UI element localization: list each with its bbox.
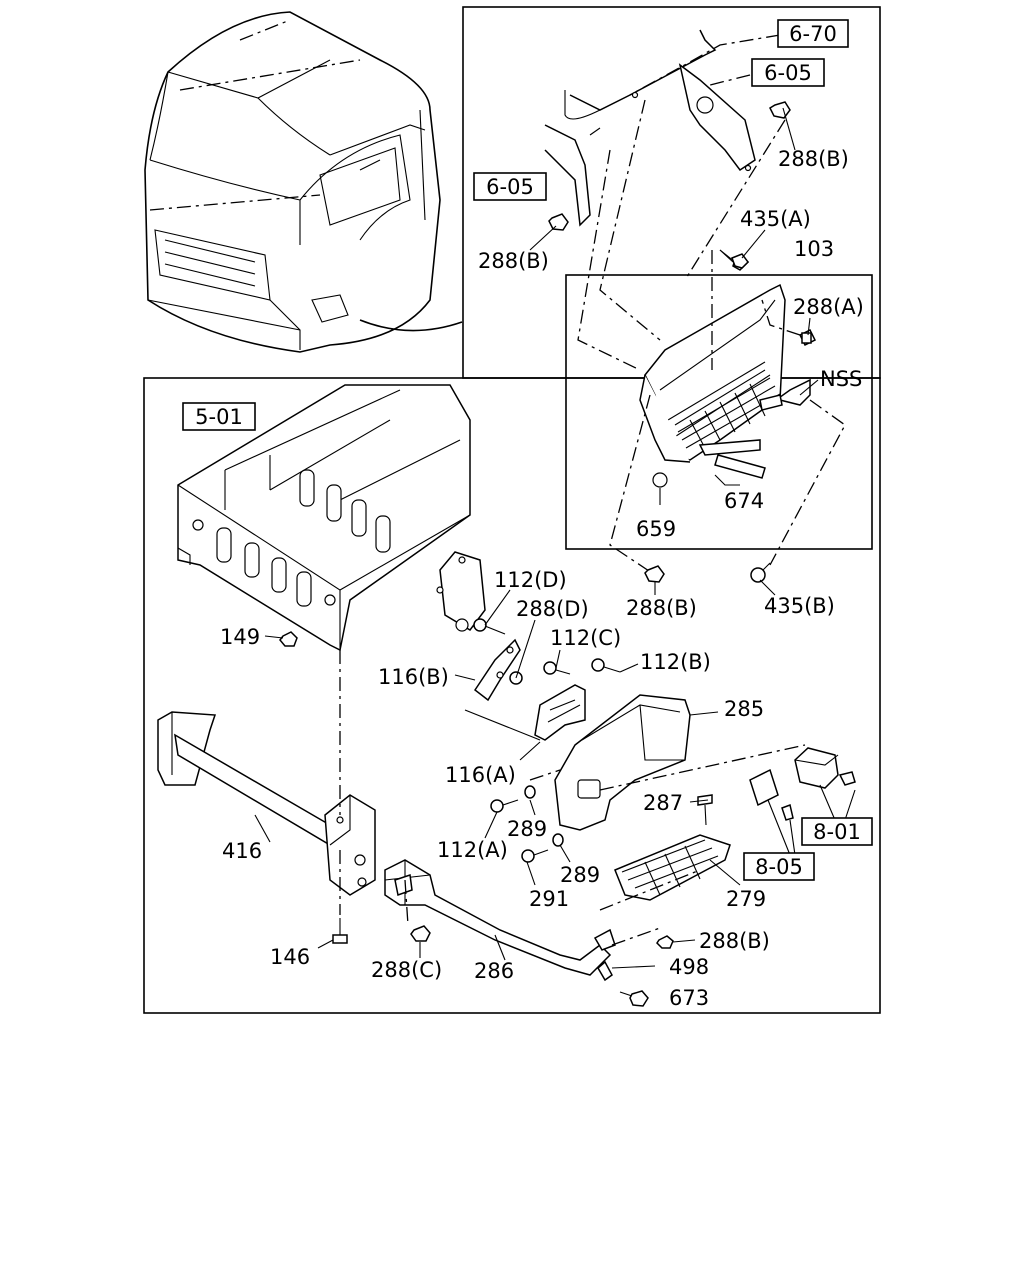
nut-288b-bottom-icon (656, 935, 674, 949)
centerline-step (599, 869, 701, 911)
leader-116b (454, 674, 476, 681)
label-435a: 435(A) (740, 207, 811, 231)
bolt-112a-icon (490, 799, 519, 813)
cab-illustration (144, 11, 463, 353)
leader-288a (761, 299, 801, 336)
nut-149-icon (279, 631, 298, 647)
label-112d: 112(D) (494, 568, 567, 592)
label-112b: 112(B) (640, 650, 711, 674)
label-112a: 112(A) (437, 838, 508, 862)
ref-8-01: 8-01 (813, 820, 861, 844)
nut-288b-mid-icon (644, 565, 665, 583)
washer-289b-icon (552, 833, 564, 847)
clamp-498-icon (597, 960, 613, 982)
label-116b: 116(B) (378, 665, 449, 689)
label-286: 286 (474, 959, 514, 983)
leader-step-left (599, 99, 661, 341)
leader-step-down (577, 149, 641, 371)
bracket-116a (534, 684, 586, 741)
nut-288c-icon (410, 925, 431, 942)
label-673: 673 (669, 986, 709, 1010)
label-498: 498 (669, 955, 709, 979)
label-288b-bottom: 288(B) (699, 929, 770, 953)
leader-8-01 (819, 784, 856, 821)
nut-288b-top-icon (769, 101, 791, 119)
leader-674 (714, 474, 740, 486)
label-289-b: 289 (560, 863, 600, 887)
leader-step-right (684, 119, 786, 281)
label-112c: 112(C) (550, 626, 621, 650)
ref-box-5-01 (182, 402, 256, 431)
frame-rail-5-01 (177, 384, 471, 652)
stay-arm-286 (354, 854, 616, 976)
label-288a: 288(A) (793, 295, 864, 319)
centerline-288b-bottom (611, 927, 661, 946)
side-lamp-8-01 (794, 747, 839, 789)
leader-step-to-288b (609, 394, 656, 576)
label-288d: 288(D) (516, 597, 589, 621)
label-289-a: 289 (507, 817, 547, 841)
label-116a: 116(A) (445, 763, 516, 787)
bracket-116b (473, 638, 521, 702)
label-288b-mid: 288(B) (626, 596, 697, 620)
support-bracket-416 (157, 711, 376, 896)
bolt-673-icon (619, 990, 649, 1007)
ref-box-6-05-top (751, 58, 825, 87)
label-287: 287 (643, 791, 683, 815)
label-nss: NSS (820, 367, 862, 391)
label-288b-top: 288(B) (778, 147, 849, 171)
bolt-112d-icon (473, 618, 506, 635)
washer-289a-icon (524, 785, 536, 799)
bolt-146-icon (332, 918, 348, 944)
label-103: 103 (794, 237, 834, 261)
ref-6-05-top: 6-05 (764, 61, 812, 85)
bolt-287-icon (697, 794, 713, 826)
bolt-291-icon (521, 849, 549, 863)
leader-lamp (599, 744, 806, 791)
label-146: 146 (270, 945, 310, 969)
step-tread-grid (674, 369, 781, 449)
upper-mount-bracket (544, 29, 756, 227)
screw-435b-icon (750, 562, 771, 583)
label-149: 149 (220, 625, 260, 649)
leader-6-70 (629, 34, 781, 96)
leader-6-05-top (709, 74, 751, 86)
label-674: 674 (724, 489, 764, 513)
main-panel-frame (143, 377, 881, 1014)
ref-6-05-left: 6-05 (486, 175, 534, 199)
clip-288a-icon (801, 332, 812, 344)
label-291: 291 (529, 887, 569, 911)
ref-8-05: 8-05 (755, 855, 803, 879)
bolt-435a-icon (719, 249, 749, 269)
leader-116b-line (464, 709, 541, 741)
lower-step-279 (614, 834, 731, 901)
fasteners (279, 101, 812, 1007)
step-cover-285 (554, 694, 691, 831)
label-285: 285 (724, 697, 764, 721)
label-288b-left: 288(B) (478, 249, 549, 273)
leader-step-to-435b (769, 399, 846, 566)
ref-5-01: 5-01 (195, 405, 243, 429)
ref-box-6-05-left (473, 172, 547, 201)
label-659: 659 (636, 517, 676, 541)
label-416: 416 (222, 839, 262, 863)
ref-box-8-01 (801, 817, 873, 846)
step-assembly-103 (639, 249, 817, 488)
label-435b: 435(B) (764, 594, 835, 618)
centerline-288c (404, 879, 409, 926)
frame-side-plate (436, 551, 486, 632)
label-279: 279 (726, 887, 766, 911)
bolt-112b-icon (591, 658, 621, 673)
nut-288b-left-icon (548, 213, 569, 231)
ref-box-8-05 (743, 852, 815, 881)
lamp-bracket-8-05 (749, 768, 856, 821)
label-288c: 288(C) (371, 958, 442, 982)
step-assembly-inset-frame (565, 274, 873, 550)
centerline-bolts (529, 769, 561, 781)
leader-lines (254, 107, 819, 969)
leader-8-05 (767, 799, 796, 856)
ref-6-70: 6-70 (789, 22, 837, 46)
ref-box-6-70 (777, 19, 849, 48)
